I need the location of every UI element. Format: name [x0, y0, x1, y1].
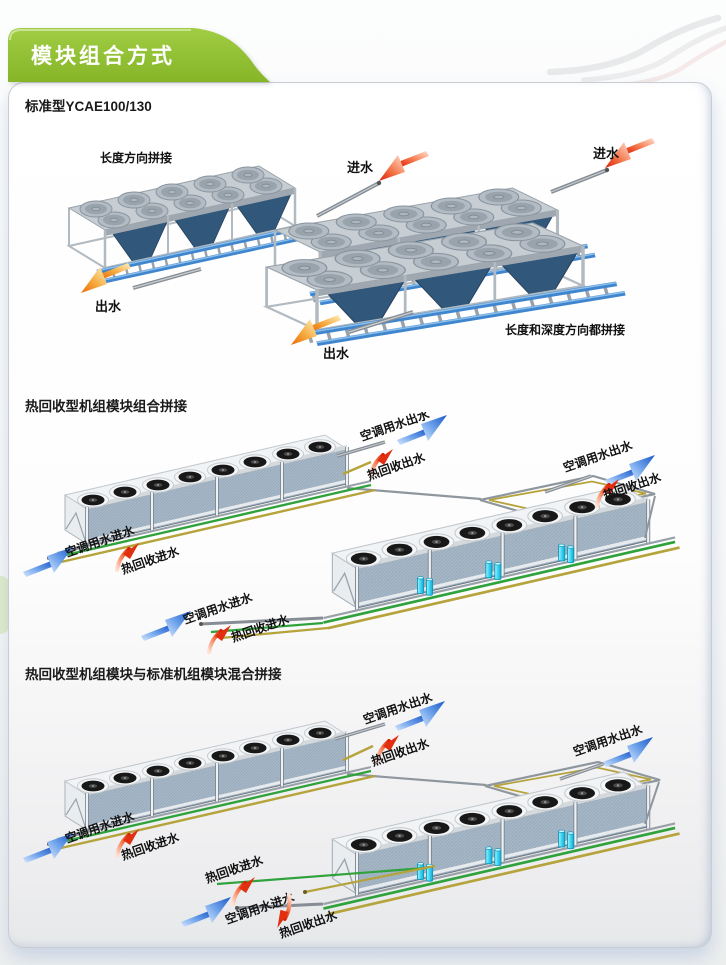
label-outlet: 出水: [323, 346, 350, 361]
label-length-depth-splice: 长度和深度方向都拼接: [505, 322, 625, 337]
mixed-row-front: [323, 772, 679, 914]
label-ac-out: 空调用水出水: [358, 412, 432, 444]
heading-heat-recovery: 热回收型机组模块组合拼接: [25, 399, 187, 414]
label-ac-out: 空调用水出水: [561, 437, 635, 475]
label-outlet: 出水: [95, 299, 122, 314]
section-banner: [8, 28, 270, 82]
hr-out-pipe: [342, 460, 372, 476]
diagram-standard-combination: 进水 进水 出水 出水 长度方向拼接 长度和深度方向都拼接: [5, 138, 655, 361]
label-hr-in: 热回收进水: [229, 611, 292, 645]
ac-out-pipe: [559, 762, 604, 781]
outlet-pipe: [348, 310, 414, 334]
page-title: 模块组合方式: [31, 45, 175, 68]
edge-green-decoration: [0, 576, 9, 634]
corner-swoosh-decoration: [546, 14, 726, 89]
inlet-arrow-icon: [379, 151, 429, 181]
hr-in-arrow-icon: [207, 623, 233, 654]
ac-in-arrow-icon: [181, 897, 231, 927]
outlet-pipe: [132, 267, 202, 290]
diagram-heat-recovery-combination: 空调用水出水 热回收出水 空调用水出水 热回收出水 空调用水进水 热回收进水 空…: [23, 412, 705, 654]
heading-standard: 标准型YCAE100/130: [25, 99, 152, 114]
label-inlet: 进水: [347, 160, 374, 175]
ac-out-pipe: [336, 440, 386, 458]
label-length-splice: 长度方向拼接: [100, 150, 172, 165]
inlet-pipe: [316, 180, 382, 218]
inlet-pipe: [550, 167, 610, 194]
ac-out-pipe: [334, 722, 386, 741]
label-hr-out: 热回收出水: [365, 449, 428, 483]
hr-out-pipe: [342, 744, 374, 762]
label-hr-out: 热回收出水: [369, 735, 432, 769]
label-inlet: 进水: [593, 146, 620, 161]
pipe-riser: [644, 781, 660, 825]
diagram-mixed-combination: 空调用水出水 热回收出水 空调用水出水 空调用水进水 热回收进水 热回收进水 空…: [23, 689, 705, 941]
ac-in-pipe: [199, 616, 329, 640]
heading-mixed: 热回收型机组模块与标准机组模块混合拼接: [25, 667, 282, 682]
ac-out-pipe: [544, 474, 592, 494]
pipe-riser: [644, 495, 656, 539]
